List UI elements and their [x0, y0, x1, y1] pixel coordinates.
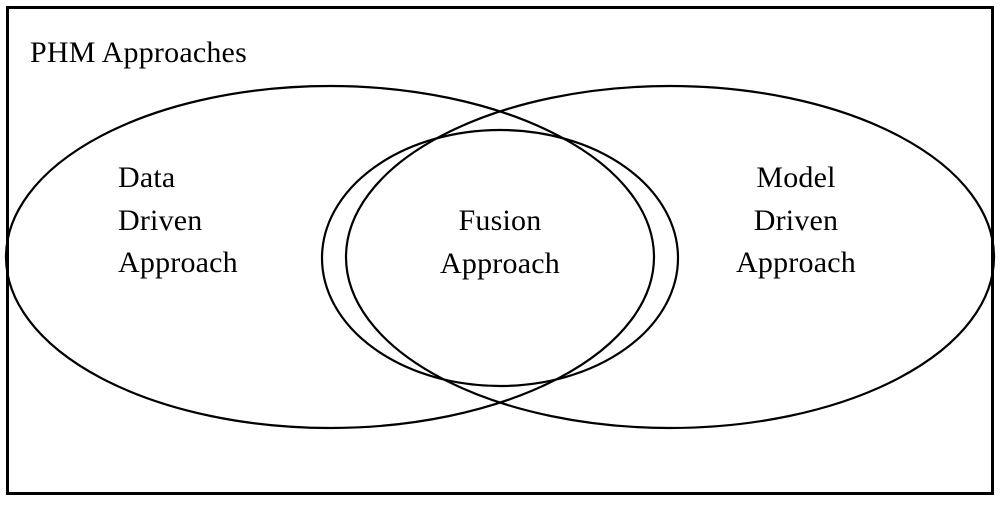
center-set-label: Fusion Approach	[440, 204, 560, 280]
outer-border-rect	[6, 6, 994, 495]
right-set-label: Model Driven Approach	[736, 161, 856, 280]
diagram-title: PHM Approaches	[30, 36, 247, 69]
left-set-label: Data Driven Approach	[118, 161, 238, 280]
left-set-ellipse	[4, 84, 656, 430]
center-set-ellipse	[320, 128, 680, 388]
right-set-ellipse	[344, 84, 996, 430]
